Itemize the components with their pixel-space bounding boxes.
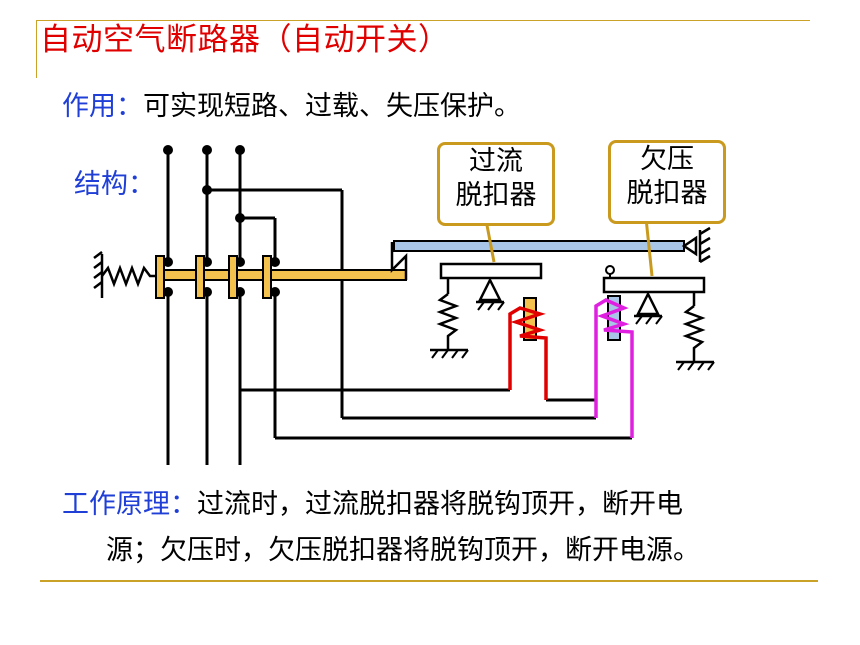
contact-blocks [155,255,272,299]
latch-link [390,242,408,280]
overcurrent-label-line2: 脱扣器 [455,180,537,211]
slide-title: 自动空气断路器（自动开关） [40,22,450,58]
function-label: 作用： [62,91,143,122]
principle-label: 工作原理： [62,489,197,520]
main-wiring [166,150,632,465]
bottom-rule [40,580,818,582]
undervoltage-release-callout: 欠压 脱扣器 [608,140,726,224]
left-spring [93,251,158,298]
function-text: 可实现短路、过载、失压保护。 [143,91,521,122]
principle-line1: 过流时，过流脱扣器将脱钩顶开，断开电 [197,489,683,520]
principle-paragraph: 工作原理：过流时，过流脱扣器将脱钩顶开，断开电 源；欠压时，欠压脱扣器将脱钩顶开… [62,482,852,574]
callout-pointers [484,217,654,277]
overcurrent-release [430,262,548,400]
overcurrent-label-line1: 过流 [469,146,523,177]
function-line: 作用：可实现短路、过载、失压保护。 [62,84,521,123]
top-rule [36,20,810,21]
overcurrent-release-callout: 过流 脱扣器 [437,142,555,226]
structure-label: 结构： [74,169,155,200]
left-rule [36,20,37,78]
right-pivot [681,226,711,264]
undervoltage-release [594,265,715,438]
undervoltage-label-line1: 欠压 [640,144,694,175]
undervoltage-label-line2: 脱扣器 [626,178,708,209]
latch-bar [393,240,685,252]
principle-line2: 源；欠压时，欠压脱扣器将脱钩顶开，断开电源。 [106,535,700,566]
